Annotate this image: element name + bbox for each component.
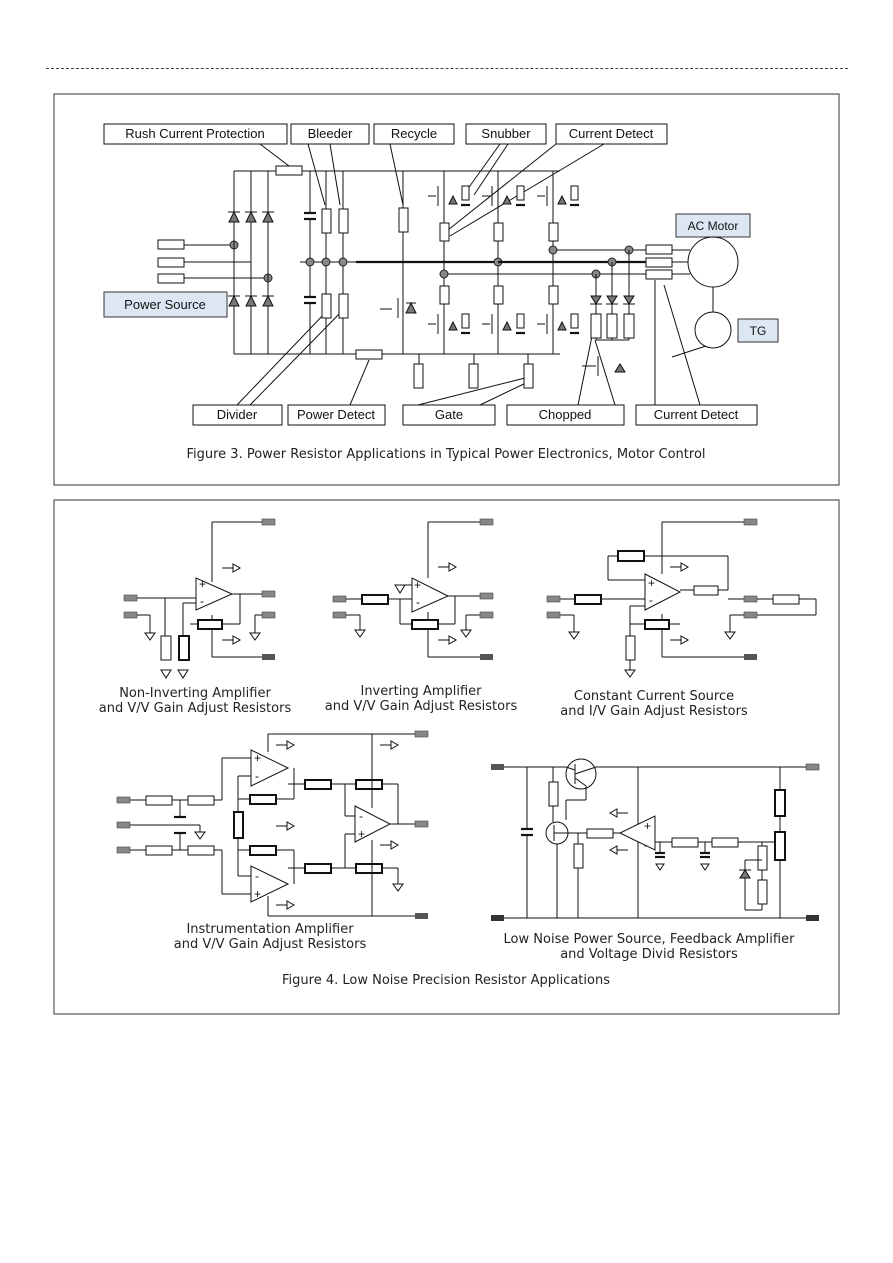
ac-motor-symbol [687,236,739,288]
label-gate: Gate [402,404,496,426]
label-current-detect-top: Current Detect [555,123,668,145]
low-noise-caption-1: Low Noise Power Source, Feedback Amplifi… [504,932,796,947]
rectifier-bridge [228,170,356,355]
svg-text:+: + [644,819,651,833]
leader-lines [236,143,701,406]
tg-symbol [694,311,732,349]
svg-text:-: - [649,593,653,607]
instrumentation-amplifier: + - - + - + [116,730,429,919]
label-snubber: Snubber [465,123,547,145]
label-bleeder: Bleeder [290,123,370,145]
svg-text:Current Detect: Current Detect [569,126,654,141]
svg-text:+: + [648,576,655,590]
svg-text:Gate: Gate [435,407,463,422]
inverting-caption-2: and V/V Gain Adjust Resistors [325,699,518,714]
figure4-caption: Figure 4. Low Noise Precision Resistor A… [282,973,610,988]
header-rule [46,68,848,69]
dc-link-section [300,171,356,354]
svg-text:-: - [255,869,259,883]
svg-text:+: + [414,578,421,592]
svg-text:-: - [255,769,259,783]
non-inverting-caption-2: and V/V Gain Adjust Resistors [99,701,292,716]
svg-text:Rush Current Protection: Rush Current Protection [125,126,264,141]
label-current-detect-bottom: Current Detect [635,404,758,426]
svg-text:TG: TG [750,324,767,338]
gate-resistors [413,354,534,389]
label-power-source: Power Source [103,291,228,318]
power-source-inputs [157,239,273,284]
svg-text:Power Source: Power Source [124,297,206,312]
label-divider: Divider [192,404,283,426]
inverting-amplifier: + - [332,518,494,660]
svg-text:Chopped: Chopped [539,407,592,422]
svg-text:-: - [644,838,648,852]
svg-text:+: + [199,577,206,591]
svg-text:+: + [254,887,261,901]
constant-current-caption-2: and I/V Gain Adjust Resistors [560,704,748,719]
non-inverting-caption-1: Non-Inverting Amplifier [119,686,271,701]
figure4-frame [53,499,840,1015]
svg-text:+: + [358,827,365,841]
label-chopped: Chopped [506,404,625,426]
bottom-dc-rail [355,349,560,360]
svg-text:+: + [254,751,261,765]
svg-text:-: - [200,594,204,608]
chopper-section [582,250,635,376]
svg-text:Recycle: Recycle [391,126,437,141]
inverting-caption-1: Inverting Amplifier [360,684,482,699]
motor-section [645,236,739,358]
label-recycle: Recycle [373,123,455,145]
svg-text:Divider: Divider [217,407,258,422]
constant-current-source: + - [546,518,817,678]
label-tg: TG [737,318,779,343]
instrumentation-caption-2: and V/V Gain Adjust Resistors [174,937,367,952]
svg-text:-: - [359,809,363,823]
constant-current-caption-1: Constant Current Source [574,689,734,704]
figure3-frame [53,93,840,486]
label-power-detect: Power Detect [287,404,386,426]
low-noise-power-source: + - [491,758,820,921]
instrumentation-caption-1: Instrumentation Amplifier [186,922,354,937]
svg-text:Snubber: Snubber [481,126,531,141]
label-ac-motor: AC Motor [675,213,751,238]
svg-text:Bleeder: Bleeder [308,126,353,141]
top-dc-rail [268,165,560,176]
svg-text:AC Motor: AC Motor [688,219,739,233]
figure3-caption: Figure 3. Power Resistor Applications in… [186,447,705,462]
svg-text:-: - [416,595,420,609]
svg-text:Power Detect: Power Detect [297,407,375,422]
svg-text:Current Detect: Current Detect [654,407,739,422]
low-noise-caption-2: and Voltage Divid Resistors [560,947,738,962]
non-inverting-amplifier: + - [123,518,276,679]
label-rush-current-protection: Rush Current Protection [103,123,288,145]
